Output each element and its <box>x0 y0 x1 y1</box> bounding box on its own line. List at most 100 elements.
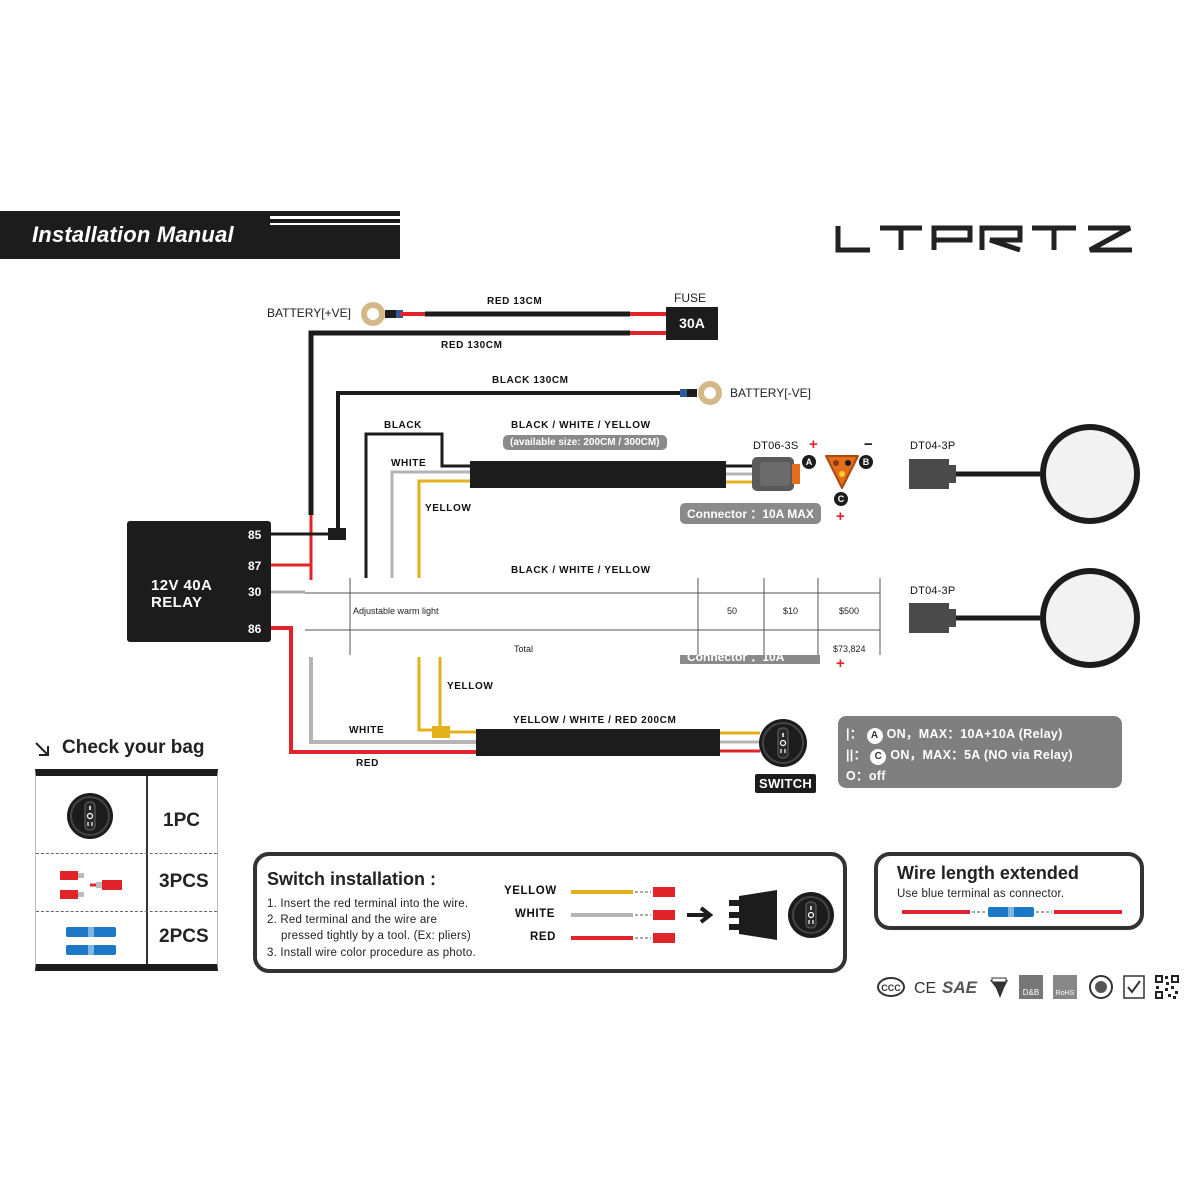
relay-pin-87: 87 <box>248 559 262 573</box>
available-size-badge: (available size: 200CM / 300CM) <box>503 435 667 450</box>
install-wiring-illustration <box>571 887 834 943</box>
ce-cert-icon: CE <box>914 980 936 997</box>
page-title: Installation Manual <box>32 222 234 247</box>
wire-length-title: Wire length extended <box>897 863 1079 883</box>
legend-badge-c: C <box>870 749 887 765</box>
battery-negative-terminal <box>698 381 722 405</box>
pin-b-badge: B <box>859 455 873 469</box>
dt06-label: DT06-3S <box>753 440 799 452</box>
relay-pin-85: 85 <box>248 528 262 542</box>
wire-extension-illustration <box>902 907 1122 917</box>
switch-installation-title: Switch installation : <box>267 869 437 889</box>
wire-label-yellow: YELLOW <box>425 503 472 514</box>
brand-logo <box>835 225 1132 253</box>
banner-rule <box>270 216 400 219</box>
minus-sign: − <box>864 436 873 453</box>
switch-step-2: 2. Red terminal and the wire are <box>267 914 438 926</box>
legend-mark-1: |： <box>846 727 863 741</box>
bag-divider <box>36 853 217 854</box>
wire-loom-upper <box>470 461 726 488</box>
wire-label-white: WHITE <box>391 458 427 469</box>
dt04-label-bottom: DT04-3P <box>910 585 956 597</box>
wire-label-red-lower: RED <box>356 758 379 769</box>
qr-code-icon <box>1154 974 1180 1000</box>
pin-c-badge: C <box>834 492 848 506</box>
table-cell-unit: $10 <box>783 606 799 616</box>
plus-sign-bottom: + <box>836 655 845 672</box>
bag-qty-switch: 1PC <box>163 810 200 831</box>
switch-installation-panel: Switch installation : 1. Insert the red … <box>253 852 847 973</box>
wire-label-ywr: YELLOW / WHITE / RED 200CM <box>513 715 677 726</box>
bag-qty-blue-terminal: 2PCS <box>159 926 209 947</box>
banner-rule <box>270 223 400 225</box>
iso-cert-icon <box>1089 975 1113 999</box>
wire-length-subtitle: Use blue terminal as connector. <box>897 888 1065 900</box>
connector-rating-partial-clip: Connector ：10A MAX <box>680 655 820 664</box>
wire-label-bwy-mid: BLACK / WHITE / YELLOW <box>511 565 651 576</box>
bag-qty-red-terminal: 3PCS <box>159 871 209 892</box>
wire-loom-lower <box>476 729 720 756</box>
relay-pin-86: 86 <box>248 622 262 636</box>
arrow-down-right-icon <box>35 742 49 756</box>
blue-terminal-icon <box>66 927 116 955</box>
table-cell-qty: 50 <box>727 606 738 616</box>
rohs-cert-icon: RoHS <box>1053 975 1077 999</box>
rocker-switch-icon <box>67 793 113 839</box>
table-row-label: Adjustable warm light <box>353 606 439 616</box>
certification-bar: CCC CE SAE D&B RoHS <box>876 972 1182 1002</box>
red-terminal-icon <box>60 871 122 899</box>
fuse-label: FUSE <box>674 291 707 305</box>
table-total-label: Total <box>514 644 534 654</box>
bag-divider-vertical <box>146 776 148 964</box>
header-banner <box>0 211 400 259</box>
wire-length-panel: Wire length extended Use blue terminal a… <box>874 852 1144 930</box>
wire-label-red-130: RED 130CM <box>441 340 503 351</box>
dt04-connector-bottom <box>909 603 949 633</box>
plus-sign-top: + <box>809 436 818 453</box>
table-total-value: $73,824 <box>833 644 866 654</box>
wiring-diagram <box>271 302 1140 767</box>
relay-body <box>127 521 271 642</box>
bag-divider <box>36 911 217 912</box>
svg-text:CE: CE <box>914 980 936 997</box>
dt04-connector-top <box>909 459 949 489</box>
legend-mark-3: O： <box>846 769 869 783</box>
connector-rating: Connector ：10A MAX <box>680 503 821 524</box>
svg-text:RoHS: RoHS <box>1056 990 1075 997</box>
install-wire-red: RED <box>530 931 557 943</box>
pin-a-badge: A <box>802 455 816 469</box>
battery-positive-label: BATTERY[+VE] <box>267 306 351 320</box>
legend-text-2: ON，MAX：5A (NO via Relay) <box>890 748 1073 762</box>
switch-label: SWITCH <box>755 774 817 793</box>
switch-step-1: 1. Insert the red terminal into the wire… <box>267 898 469 910</box>
wire-label-black: BLACK <box>384 420 422 431</box>
svg-text:SAE: SAE <box>942 978 978 997</box>
connector-rating-partial: Connector ：10A MAX <box>680 655 820 664</box>
wire-label-bwy-top: BLACK / WHITE / YELLOW <box>511 420 651 431</box>
relay-pin-30: 30 <box>248 585 262 599</box>
legend-text-1: ON，MAX：10A+10A (Relay) <box>886 727 1063 741</box>
ccc-cert-icon: CCC <box>877 977 905 997</box>
table-cell-amount: $500 <box>839 606 860 616</box>
battery-negative-label: BATTERY[-VE] <box>730 386 811 400</box>
wire-label-black-130: BLACK 130CM <box>492 375 569 386</box>
switch-step-3: 3. Install wire color procedure as photo… <box>267 947 476 959</box>
wire-label-yellow-lower: YELLOW <box>447 681 494 692</box>
svg-text:D&B: D&B <box>1023 988 1039 997</box>
plus-sign-c: + <box>836 508 845 525</box>
db-cert-icon: D&B <box>1019 975 1043 999</box>
battery-positive-terminal <box>361 302 385 326</box>
legend-badge-a: A <box>866 728 883 744</box>
legend-mark-2: ||： <box>846 748 867 762</box>
install-wire-white: WHITE <box>515 908 556 920</box>
bag-table: 1PC 3PCS 2PCS <box>35 769 218 971</box>
wire-label-red-13: RED 13CM <box>487 296 543 307</box>
dt04-label-top: DT04-3P <box>910 440 956 452</box>
relay-title: 12V 40A RELAY <box>151 577 212 611</box>
switch-step-2-cont: pressed tightly by a tool. (Ex: pliers) <box>281 930 471 942</box>
wire-label-white-lower: WHITE <box>349 725 385 736</box>
fuse-value: 30A <box>666 307 718 340</box>
svg-text:CCC: CCC <box>881 983 901 993</box>
